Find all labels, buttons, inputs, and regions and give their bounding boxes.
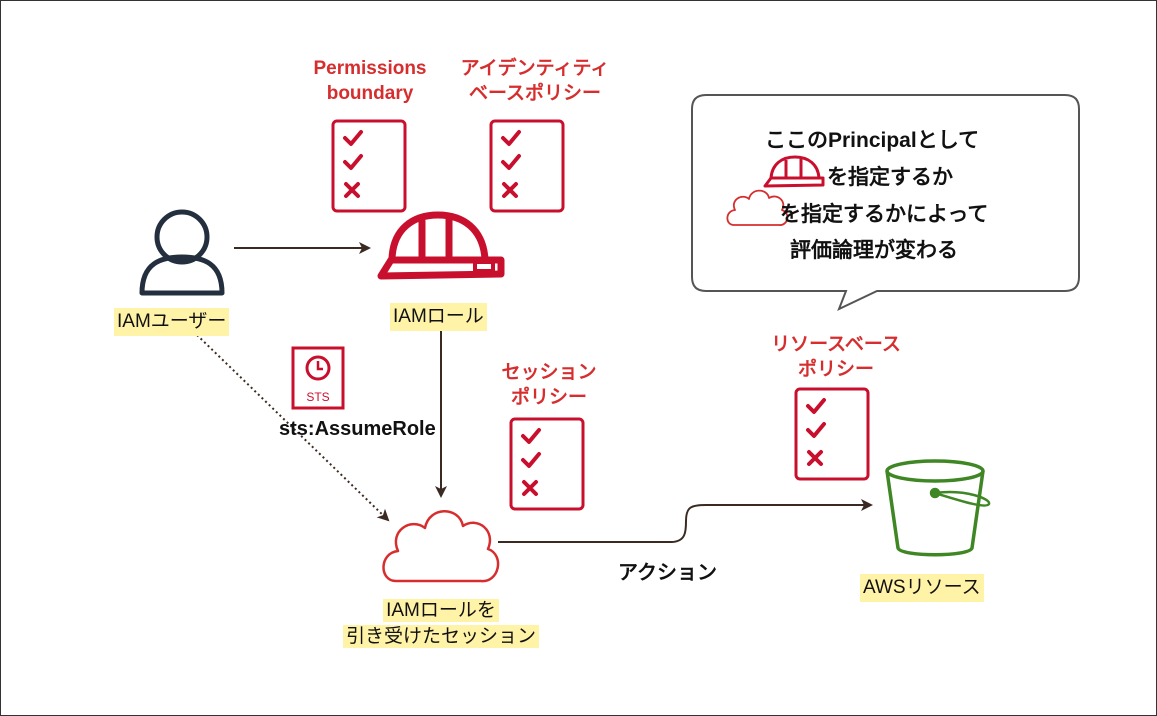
permissions-boundary-line2: boundary bbox=[326, 83, 414, 104]
resource-policy-label: リソースベース ポリシー bbox=[756, 332, 916, 382]
action-label: アクション bbox=[618, 562, 717, 584]
aws-resource-label: AWSリソース bbox=[860, 574, 984, 602]
helmet-icon-small bbox=[763, 155, 825, 188]
iam-role-label: IAMロール bbox=[390, 303, 487, 331]
permissions-boundary-line1: Permissions bbox=[313, 58, 427, 79]
callout-line1: ここのPrincipalとして bbox=[765, 129, 980, 152]
session-policy-line2: ポリシー bbox=[510, 387, 587, 408]
resource-policy-checklist-icon bbox=[794, 387, 870, 481]
identity-policy-label: アイデンティティ ベースポリシー bbox=[445, 56, 625, 106]
session-policy-checklist-icon bbox=[509, 417, 585, 511]
bucket-icon bbox=[885, 459, 991, 557]
sts-icon-text: STS bbox=[306, 390, 329, 404]
permissions-boundary-checklist-icon bbox=[331, 119, 407, 213]
callout-line3: を指定するかによって bbox=[780, 203, 989, 226]
session-label-line1: IAMロールを bbox=[383, 599, 499, 622]
identity-policy-checklist-icon bbox=[489, 119, 565, 213]
assume-role-dotted-arrow bbox=[196, 334, 390, 522]
permissions-boundary-label: Permissions boundary bbox=[300, 56, 440, 106]
iam-user-label: IAMユーザー bbox=[114, 308, 230, 336]
speech-bubble bbox=[691, 94, 1080, 311]
identity-policy-line2: ベースポリシー bbox=[468, 83, 602, 104]
action-arrow bbox=[498, 499, 873, 543]
session-policy-line1: セッション bbox=[501, 362, 597, 383]
resource-policy-line2: ポリシー bbox=[797, 359, 874, 380]
session-cloud-icon bbox=[382, 510, 500, 583]
session-policy-label: セッション ポリシー bbox=[479, 360, 619, 410]
sts-icon: STS bbox=[291, 346, 345, 410]
identity-policy-line1: アイデンティティ bbox=[460, 58, 610, 79]
user-icon bbox=[139, 209, 225, 296]
session-label-line2: 引き受けたセッション bbox=[342, 625, 539, 648]
callout-line4: 評価論理が変わる bbox=[790, 239, 958, 262]
iam-role-helmet-icon bbox=[377, 211, 505, 280]
resource-policy-line1: リソースベース bbox=[771, 334, 901, 355]
cloud-icon-small bbox=[726, 189, 789, 226]
callout-line2: を指定するか bbox=[827, 166, 953, 189]
assume-role-label: sts:AssumeRole bbox=[279, 418, 436, 440]
session-label: IAMロールを 引き受けたセッション bbox=[321, 598, 561, 650]
